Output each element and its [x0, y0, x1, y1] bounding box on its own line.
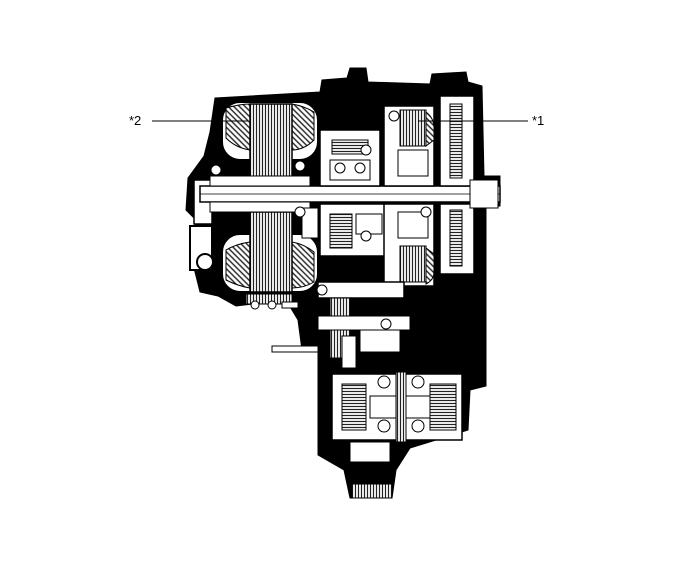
motor-generator-1: [383, 105, 435, 287]
planetary-gear-unit: [301, 129, 391, 257]
bearings: [210, 110, 432, 242]
differential: [331, 371, 463, 499]
callout-label-2: *2: [129, 113, 141, 128]
motor-generator-2: [221, 101, 319, 310]
counter-gear: [316, 281, 411, 369]
callout-label-1: *1: [532, 113, 544, 128]
oil-pump-assembly: [439, 95, 499, 275]
mount-bracket: [271, 301, 319, 353]
